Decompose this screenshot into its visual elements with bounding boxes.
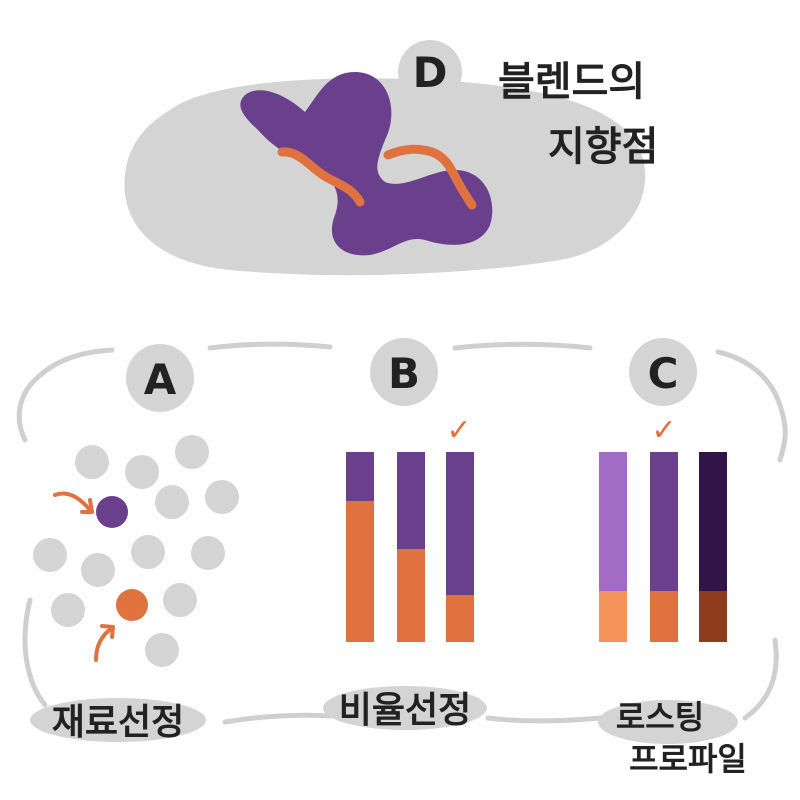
gray-background-blob — [124, 78, 646, 276]
roast-bars — [599, 452, 727, 642]
selected-check-b: ✓ — [446, 413, 471, 448]
badge-d-letter: D — [413, 48, 448, 97]
bean-dot — [145, 633, 179, 667]
bean-dot — [33, 538, 67, 572]
bean-dot — [125, 455, 159, 489]
bean-dots — [33, 435, 239, 667]
panel-a-ingredient-selection: A 재료선정 — [30, 344, 239, 743]
selected-orange-bean — [116, 589, 148, 621]
caption-a-bubble — [30, 698, 206, 742]
selected-purple-bean — [96, 496, 128, 528]
caption-b-text: 비율선정 — [339, 690, 471, 731]
bean-dot — [163, 583, 197, 617]
bean-dot — [175, 435, 209, 469]
caption-c-bubble — [598, 700, 738, 744]
roast-bar-3-top — [699, 452, 727, 591]
bean-dot — [191, 536, 225, 570]
bean-dot — [155, 485, 189, 519]
selected-check-c: ✓ — [651, 413, 676, 448]
bean-dot — [205, 480, 239, 514]
caption-b-bubble — [323, 686, 487, 730]
blend-goal-section: D 블렌드의 지향점 — [124, 40, 658, 276]
caption-c-line2: 프로파일 — [629, 740, 747, 778]
badge-c-letter: C — [648, 349, 679, 398]
ratio-bars — [346, 452, 474, 642]
process-frame — [16, 341, 788, 725]
roast-bar-1-bottom — [599, 591, 627, 642]
ratio-bar-1-top — [346, 452, 374, 501]
panel-c-roasting-profile: C ✓ 로스팅 프로파일 — [598, 338, 747, 778]
bean-dot — [51, 593, 85, 627]
ratio-bar-1-bottom — [346, 501, 374, 642]
orange-squiggle-right — [383, 144, 477, 210]
arrow-to-orange-bean — [94, 624, 115, 662]
badge-b-circle — [370, 338, 438, 406]
roast-bar-3-bottom — [699, 591, 727, 642]
ratio-bar-2-bottom — [397, 549, 425, 642]
blend-goal-title-line1: 블렌드의 — [498, 59, 645, 105]
arrow-to-purple-bean — [53, 491, 94, 514]
pointer-arrows — [53, 491, 115, 662]
badge-c-circle — [629, 338, 697, 406]
bean-dot — [75, 445, 109, 479]
bean-dot — [81, 553, 115, 587]
badge-b-letter: B — [388, 349, 420, 398]
panel-b-ratio-selection: B ✓ 비율선정 — [323, 338, 487, 731]
bean-dot — [131, 535, 165, 569]
orange-squiggle-left — [277, 147, 365, 207]
badge-a-circle — [126, 344, 194, 412]
ratio-bar-3-top — [446, 452, 474, 595]
ratio-bar-3-bottom — [446, 595, 474, 642]
roast-bar-1-top — [599, 452, 627, 591]
badge-d-circle — [398, 40, 462, 104]
roast-bar-2-bottom — [650, 591, 678, 642]
purple-blend-blob — [240, 72, 493, 256]
ratio-bar-2-top — [397, 452, 425, 549]
caption-a-text: 재료선정 — [52, 702, 184, 743]
roast-bar-2-top — [650, 452, 678, 591]
caption-c-line1: 로스팅 — [616, 698, 704, 736]
blend-goal-title-line2: 지향점 — [548, 124, 658, 170]
badge-a-letter: A — [144, 355, 177, 404]
